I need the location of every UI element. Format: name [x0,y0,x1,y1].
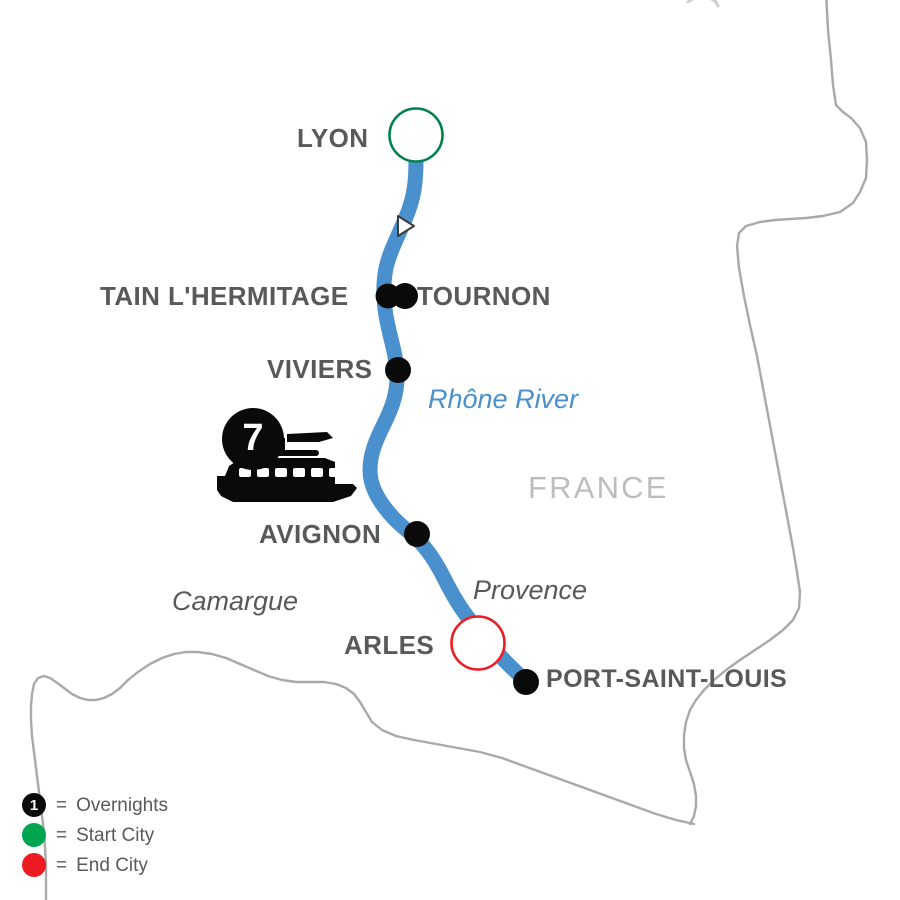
marker-tournon-overnight [392,283,418,309]
border-line-north-blob [686,0,720,8]
legend-equals-sign-overnights: = [56,794,68,816]
legend-label-start-city: Start City [76,824,155,846]
legend-item-overnights: 1 = Overnights [22,790,168,820]
overnight-badge-number: 1 [29,796,39,814]
border-lines [29,0,869,900]
legend-item-end-city: = End City [22,850,168,880]
end-city-marker-icon [22,853,46,877]
city-label-avignon: AVIGNON [259,519,382,549]
border-line-right [682,0,869,826]
border-line-east [708,0,828,80]
country-label-france: FRANCE [528,470,669,505]
river-direction-arrow-icon [397,215,415,237]
nights-count-value: 7 [242,417,264,459]
nights-count-badge: 7 [222,408,284,470]
start-city-marker-icon [22,823,46,847]
river-label-rhone: Rhône River [428,384,579,414]
city-label-lyon: LYON [297,123,369,153]
region-label-camargue: Camargue [172,586,299,616]
overnight-marker-icon: 1 [22,793,46,817]
marker-viviers-overnight [385,357,411,383]
legend-label-end-city: End City [76,854,148,876]
map-legend: 1 = Overnights = Start City = End City [22,790,168,880]
legend-equals-sign-end: = [56,854,68,876]
marker-avignon-overnight [404,521,430,547]
city-label-viviers: VIVIERS [267,354,373,384]
city-label-arles: ARLES [344,630,435,660]
region-label-provence: Provence [473,575,588,605]
border-line-south [29,650,696,900]
marker-arles-end [450,615,506,671]
legend-equals-sign-start: = [56,824,68,846]
city-label-tain-lhermitage: TAIN L'HERMITAGE [100,281,349,311]
city-markers [375,107,539,695]
city-label-tournon: TOURNON [417,281,551,311]
marker-port-saint-louis-overnight [513,669,539,695]
legend-label-overnights: Overnights [76,794,168,816]
legend-item-start-city: = Start City [22,820,168,850]
city-label-port-saint-louis: PORT-SAINT-LOUIS [546,665,788,693]
marker-lyon-start [388,107,444,163]
